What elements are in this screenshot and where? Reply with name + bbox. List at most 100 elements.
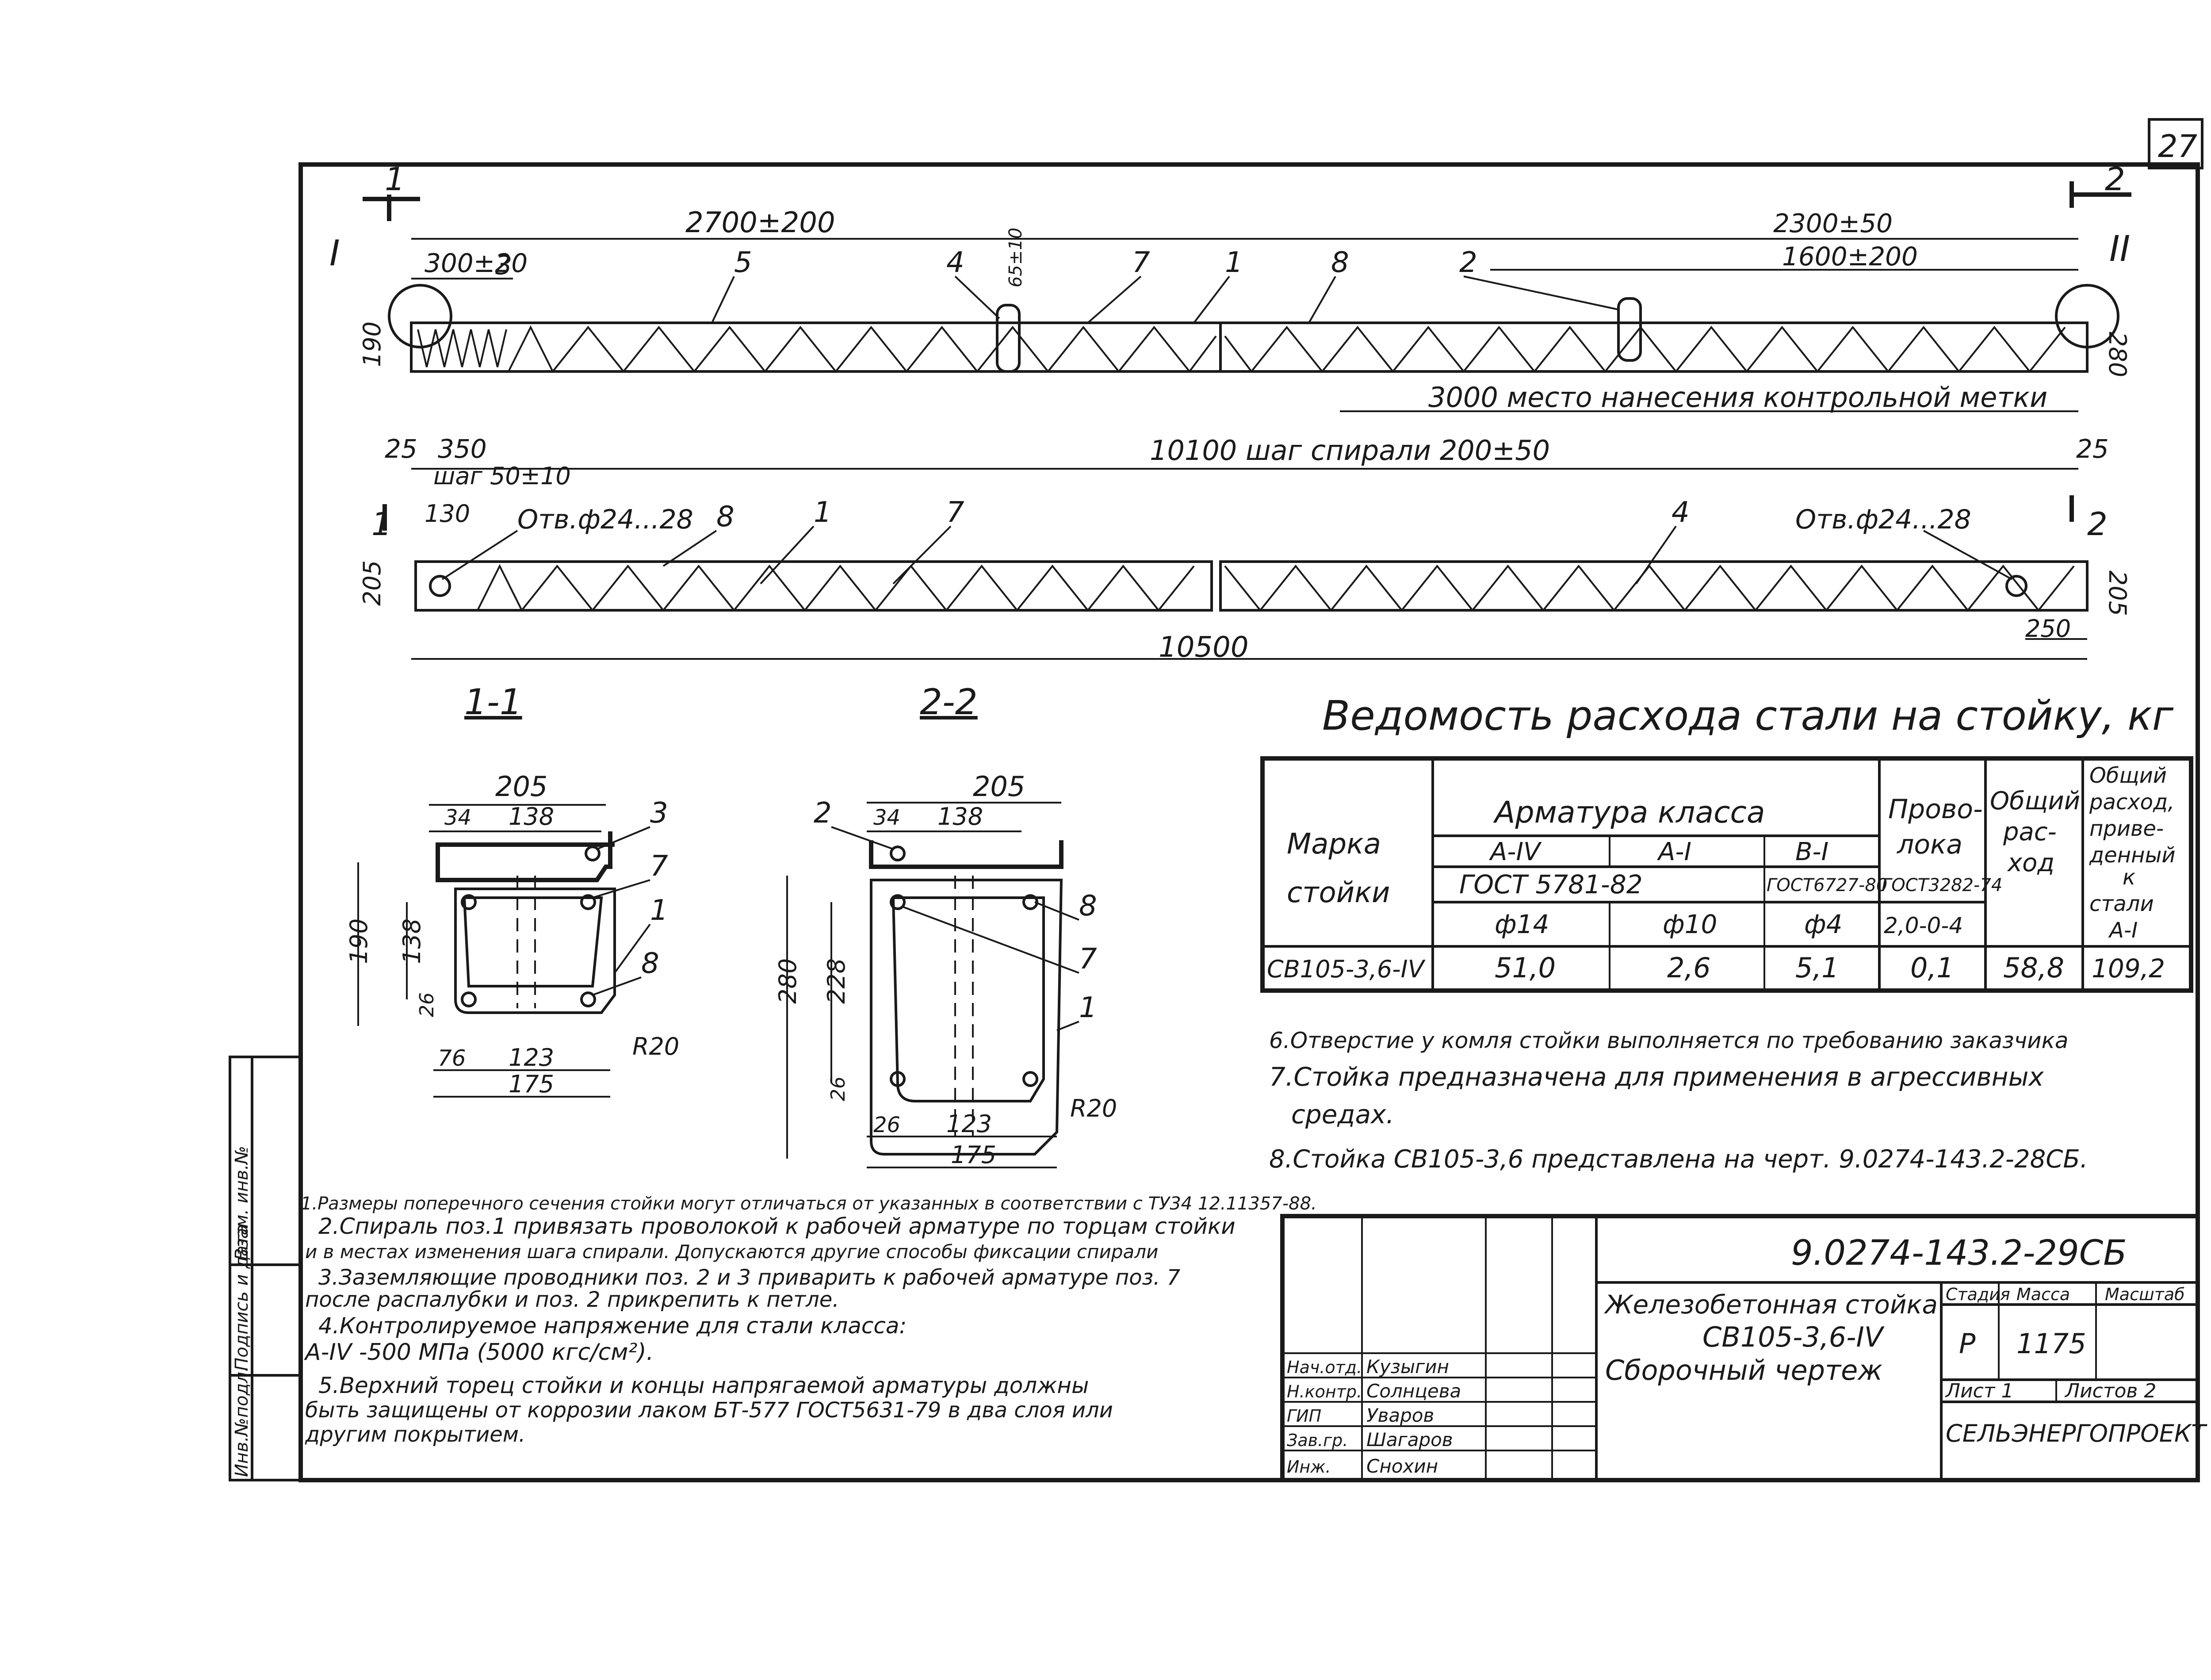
callout-bottom-8: 8 bbox=[716, 501, 734, 533]
section-1-1-title: 1-1 bbox=[464, 681, 522, 723]
bottom-view: 1 2 130 Отв.ф24...28 Отв.ф24...28 8 1 7 … bbox=[358, 495, 2131, 664]
node-circle-right bbox=[2055, 284, 2119, 348]
dim-height-left: 190 bbox=[358, 321, 386, 367]
doc-code: 9.0274-143.2-29СБ bbox=[1791, 1233, 2127, 1273]
stage-value: Р bbox=[1959, 1328, 1976, 1360]
node-circle-left bbox=[388, 284, 452, 348]
callout-bottom-7: 7 bbox=[946, 496, 964, 529]
s11-dim-height: 190 bbox=[345, 918, 373, 964]
note-6: 6.Отверстие у комля стойки выполняется п… bbox=[1269, 1028, 2068, 1053]
dim-total-length: 10500 bbox=[1159, 631, 1249, 664]
callout-2: 2 bbox=[1459, 246, 1477, 279]
note-3-cont: после распалубки и поз. 2 прикрепить к п… bbox=[305, 1287, 839, 1312]
section-1-1-outline bbox=[436, 831, 615, 882]
s11-dim-top: 205 bbox=[495, 770, 547, 803]
th-total-1: Общий bbox=[1990, 787, 2080, 815]
th-reduced-7: А-I bbox=[2108, 918, 2138, 943]
th-total-2: рас- bbox=[2003, 818, 2057, 846]
scale-head: Масштаб bbox=[2105, 1285, 2185, 1304]
th-std-3: ГОСТ3282-74 bbox=[1882, 875, 2002, 895]
column-side-left bbox=[414, 560, 1213, 612]
note-1: 1.Размеры поперечного сечения стойки мог… bbox=[301, 1194, 1317, 1214]
column-side-right bbox=[1219, 560, 2089, 612]
s11-dim-bot-a: 26 bbox=[416, 992, 438, 1017]
th-mark-1: Марка bbox=[1287, 828, 1381, 861]
th-dia-4: 2,0-0-4 bbox=[1884, 913, 1963, 938]
dim-end-step: шаг 50±10 bbox=[433, 462, 571, 490]
td-b1: 5,1 bbox=[1795, 952, 1839, 984]
note-2-cont: и в местах изменения шага спирали. Допус… bbox=[305, 1241, 1158, 1263]
s22-radius: R20 bbox=[1070, 1094, 1117, 1122]
s22-dim-b: 138 bbox=[937, 803, 983, 830]
th-reduced-4: денный bbox=[2089, 843, 2176, 868]
sheet-label: Лист 1 bbox=[1945, 1380, 2013, 1402]
spiral-right bbox=[1224, 325, 2066, 373]
callout-7: 7 bbox=[1132, 246, 1150, 279]
th-reduced-1: Общий bbox=[2089, 763, 2167, 788]
name-3: Уваров bbox=[1366, 1404, 1434, 1426]
dim-height-bottom-right: 205 bbox=[2104, 570, 2131, 616]
dim-left-gap: 25 bbox=[385, 434, 417, 464]
hole-right bbox=[2005, 575, 2027, 597]
spiral-dense-end bbox=[417, 329, 507, 367]
callout-5: 5 bbox=[734, 246, 752, 279]
th-reduced-2: расход, bbox=[2089, 790, 2175, 815]
th-total-3: ход bbox=[2007, 849, 2054, 877]
doc-name-2: СВ105-3,6-IV bbox=[1702, 1321, 1885, 1353]
hole-right-label: Отв.ф24...28 bbox=[1795, 504, 1971, 535]
note-5: 5.Верхний торец стойки и концы напрягаем… bbox=[318, 1373, 1089, 1398]
note-3: 3.Заземляющие проводники поз. 2 и 3 прив… bbox=[318, 1265, 1181, 1290]
dim-left-spiral: 350 bbox=[438, 434, 487, 464]
side-stamp-inv: Инв.№подл. bbox=[232, 1366, 252, 1477]
note-2: 2.Спираль поз.1 привязать проволокой к р… bbox=[318, 1213, 1236, 1239]
s11-dim-bot-b: 123 bbox=[509, 1044, 554, 1072]
grounding-loop bbox=[996, 304, 1021, 373]
s22-dim-inner: 228 bbox=[822, 958, 850, 1004]
section-mark-right: 2 bbox=[2105, 161, 2125, 198]
dim-height-right: 280 bbox=[2104, 332, 2131, 377]
th-mark-2: стойки bbox=[1287, 876, 1390, 909]
dim-spiral-step: 10100 шаг спирали 200±50 bbox=[1150, 434, 1550, 467]
th-dia-3: ф4 bbox=[1804, 909, 1843, 939]
side-stamp: Инв.№подл. Подпись и дата Взам. инв.№ bbox=[229, 1056, 302, 1481]
steel-table: Ведомость расхода стали на стойку, кг Ма… bbox=[1260, 692, 2193, 993]
s11-callout-8: 8 bbox=[641, 947, 659, 980]
callout-bottom-4: 4 bbox=[1672, 496, 1690, 529]
note-4-cont: А-IV -500 МПа (5000 кгс/см²). bbox=[304, 1339, 654, 1366]
td-mark: СВ105-3,6-IV bbox=[1267, 955, 1426, 983]
column-body-right bbox=[1219, 321, 2089, 373]
node-mark-left: I bbox=[329, 233, 340, 274]
name-2: Солнцева bbox=[1366, 1380, 1461, 1402]
notes-left: 1.Размеры поперечного сечения стойки мог… bbox=[301, 1194, 1317, 1447]
callout-3: 3 bbox=[495, 250, 512, 281]
sheet-number-box bbox=[2148, 118, 2203, 169]
s11-callout-1: 1 bbox=[650, 894, 668, 927]
steel-table-title: Ведомость расхода стали на стойку, кг bbox=[1322, 692, 2174, 739]
hole-left-label: Отв.ф24...28 bbox=[517, 504, 693, 535]
note-8: 8.Стойка СВ105-3,6 представлена на черт.… bbox=[1269, 1145, 2088, 1174]
hole-left bbox=[429, 575, 451, 597]
th-class-a4: А-IV bbox=[1489, 838, 1542, 866]
s22-dim-top: 205 bbox=[973, 770, 1025, 803]
role-5: Инж. bbox=[1287, 1457, 1331, 1477]
dim-right-offset: 250 bbox=[2025, 615, 2071, 643]
th-reinforcement: Арматура класса bbox=[1493, 795, 1765, 830]
s11-dim-b: 138 bbox=[509, 803, 554, 830]
spiral-side-left bbox=[477, 564, 1195, 612]
s22-dim-height: 280 bbox=[774, 958, 802, 1004]
mass-value: 1175 bbox=[2016, 1328, 2086, 1360]
s11-dim-inner: 138 bbox=[398, 918, 426, 964]
th-dia-1: ф14 bbox=[1495, 909, 1549, 939]
dim-control-mark: 3000 место нанесения контрольной метки bbox=[1428, 381, 2047, 413]
role-4: Зав.гр. bbox=[1287, 1431, 1348, 1450]
name-1: Кузыгин bbox=[1366, 1356, 1449, 1378]
title-block: 9.0274-143.2-29СБ Железобетонная стойка … bbox=[1280, 1214, 2207, 1482]
callout-1: 1 bbox=[1225, 246, 1243, 279]
doc-name-3: Сборочный чертеж bbox=[1605, 1354, 1882, 1386]
note-7: 7.Стойка предназначена для применения в … bbox=[1269, 1062, 2044, 1092]
section-mark-1-bottom: 1 bbox=[371, 505, 392, 543]
th-class-a1: А-I bbox=[1657, 838, 1691, 866]
section-1-1: 1-1 205 34 138 190 138 26 76 123 175 R20… bbox=[345, 681, 679, 1098]
s22-dim-a: 34 bbox=[873, 805, 900, 830]
